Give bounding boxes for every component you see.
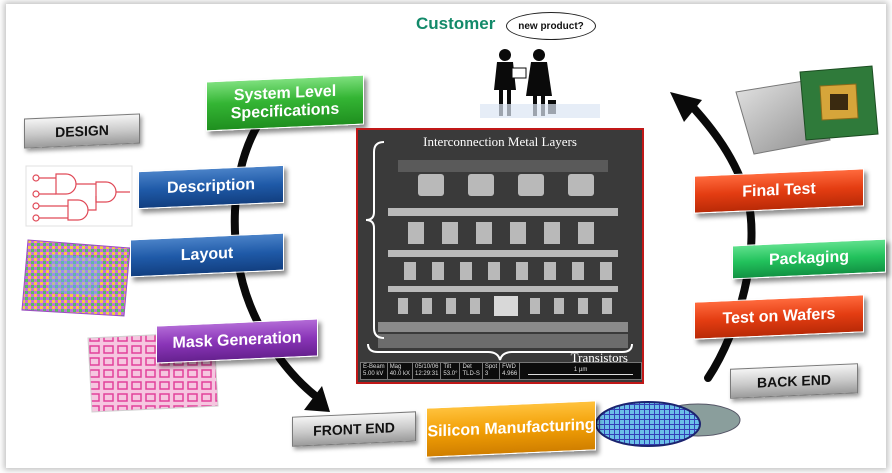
- step-layout: Layout: [130, 232, 284, 278]
- sem-bottom-label: Transistors: [570, 350, 628, 365]
- step-silicon-manufacturing: Silicon Manufacturing: [426, 400, 596, 458]
- sem-scale-bar: 1 µm: [520, 363, 641, 379]
- sem-top-label: Interconnection Metal Layers: [423, 134, 577, 149]
- layout-chip-image: [21, 239, 131, 317]
- design-flow-arrowhead: [304, 386, 330, 412]
- step-description: Description: [138, 164, 284, 210]
- section-design-label: DESIGN: [24, 113, 140, 149]
- backend-flow-arrowhead: [670, 92, 702, 122]
- step-mask-generation: Mask Generation: [156, 318, 318, 364]
- silicon-wafer-image: [595, 401, 741, 447]
- customer-title: Customer: [416, 14, 496, 33]
- section-back-end-label: BACK END: [730, 363, 858, 399]
- sem-cross-section-image: Interconnection Metal Layers Transistors…: [356, 128, 644, 384]
- packaged-chip-image: [735, 65, 879, 155]
- sem-structure-graphic: [358, 130, 642, 382]
- step-packaging: Packaging: [732, 238, 886, 280]
- design-flow-arrow: [230, 114, 322, 402]
- logic-schematic-icon: [25, 165, 133, 227]
- step-system-level-specifications: System Level Specifications: [206, 74, 364, 132]
- section-front-end-label: FRONT END: [292, 411, 416, 447]
- customer-speech-bubble: new product?: [506, 12, 596, 40]
- step-final-test: Final Test: [694, 168, 864, 214]
- step-test-on-wafers: Test on Wafers: [694, 294, 864, 340]
- customer-silhouettes-icon: [494, 49, 556, 116]
